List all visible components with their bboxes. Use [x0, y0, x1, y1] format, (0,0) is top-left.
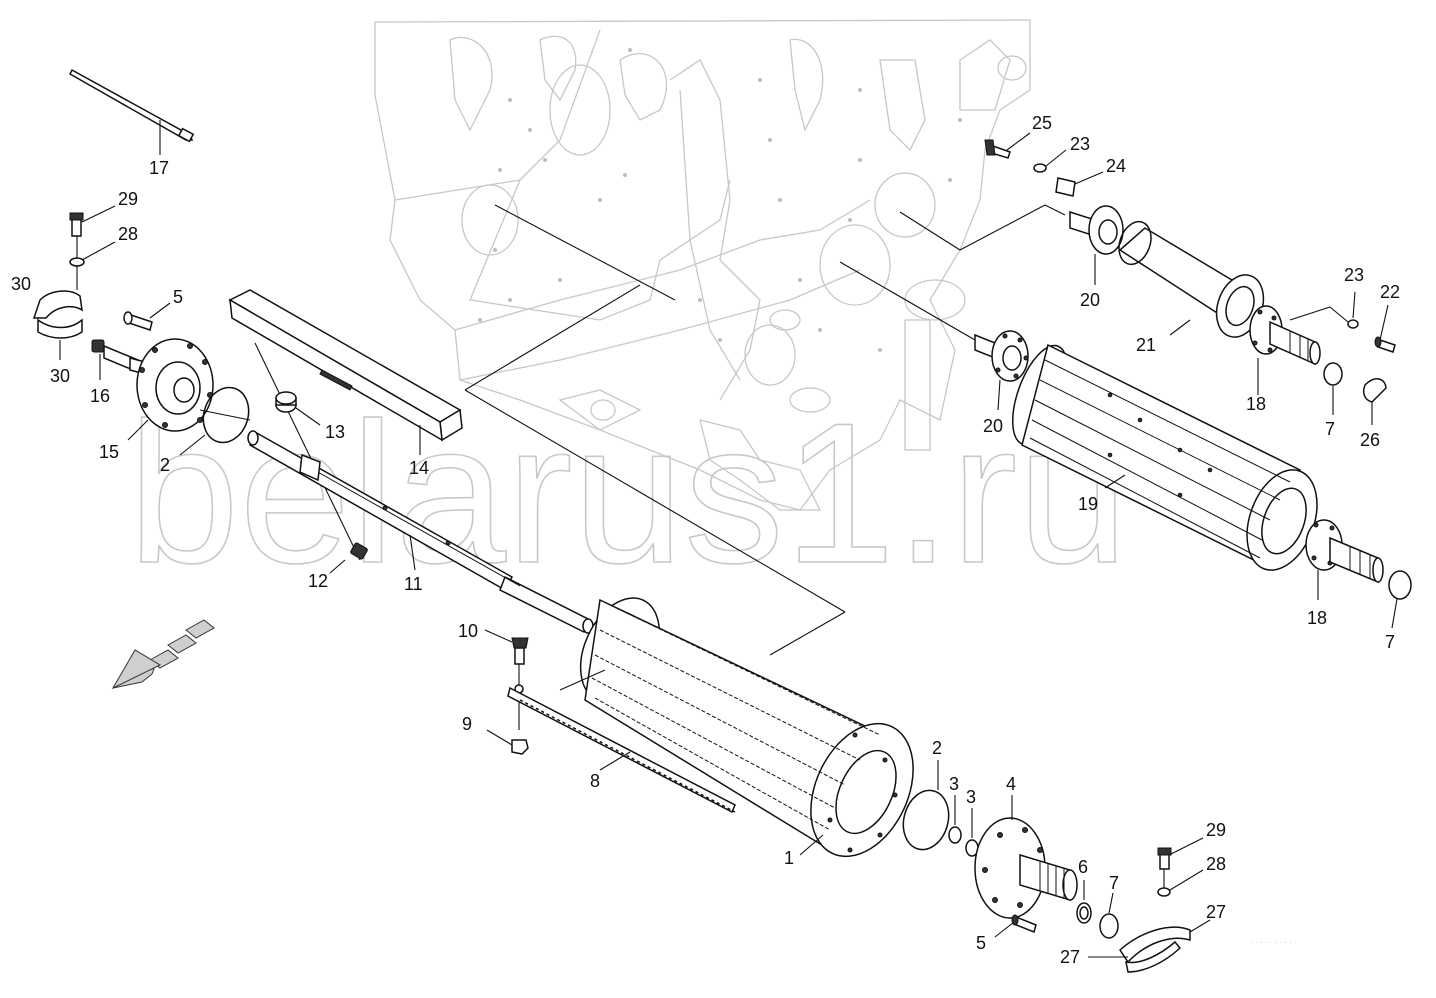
blade-fixing — [484, 629, 736, 814]
callout-8: 8 — [590, 771, 600, 791]
callout-23-top: 23 — [1070, 134, 1090, 154]
callout-12: 12 — [308, 571, 328, 591]
part-13-bushing — [254, 342, 361, 561]
callout-30-top: 30 — [11, 274, 31, 294]
mid-right-bearing-assembly — [1249, 291, 1396, 425]
callout-18-bottom: 18 — [1307, 608, 1327, 628]
callout-3-a: 3 — [949, 774, 959, 794]
callout-22: 22 — [1380, 282, 1400, 302]
faint-code: · · · · · · · · · — [1250, 938, 1292, 947]
callout-20-mid: 20 — [983, 416, 1003, 436]
callout-14: 14 — [409, 458, 429, 478]
callout-19: 19 — [1078, 494, 1098, 514]
callout-30-bottom: 30 — [50, 366, 70, 386]
callout-21: 21 — [1136, 335, 1156, 355]
callout-11: 11 — [404, 574, 423, 594]
clamp-assembly-right: · · · · · · · · · — [1088, 837, 1292, 973]
flange-assembly-right — [902, 760, 1119, 939]
part-19-roller — [839, 261, 1318, 571]
callout-15: 15 — [99, 442, 119, 462]
callout-26: 26 — [1360, 430, 1380, 450]
part-11-shaft — [247, 430, 594, 634]
callout-29-right: 29 — [1206, 820, 1226, 840]
callout-labels: 17 29 28 30 30 5 16 15 2 13 14 12 11 10 … — [11, 113, 1400, 967]
part-17-cable-tie — [69, 68, 195, 155]
callout-27-right: 27 — [1206, 902, 1226, 922]
callout-10: 10 — [458, 621, 478, 641]
callout-2-left: 2 — [160, 455, 170, 475]
clamp-assembly-left — [32, 205, 116, 360]
callout-3-b: 3 — [966, 787, 976, 807]
part-1-rotor-drum — [559, 597, 914, 858]
flange-assembly-left — [91, 302, 214, 441]
callout-28-right: 28 — [1206, 854, 1226, 874]
callout-23-right: 23 — [1344, 265, 1364, 285]
callout-17: 17 — [149, 158, 169, 178]
callout-1: 1 — [784, 848, 794, 868]
callout-18-top: 18 — [1246, 394, 1266, 414]
top-right-bearing-assembly — [899, 132, 1265, 338]
callout-5-right: 5 — [976, 933, 986, 953]
callout-27-left: 27 — [1060, 947, 1080, 967]
callout-2-right: 2 — [932, 738, 942, 758]
callout-7-mid: 7 — [1325, 419, 1335, 439]
callout-20-top: 20 — [1080, 290, 1100, 310]
callout-4: 4 — [1006, 774, 1016, 794]
callout-6: 6 — [1078, 857, 1088, 877]
ghost-chassis — [374, 19, 1031, 511]
o-ring-left — [179, 386, 251, 456]
callout-28-left: 28 — [118, 224, 138, 244]
callout-16: 16 — [90, 386, 110, 406]
callout-7-right: 7 — [1385, 632, 1395, 652]
part-14-guard — [228, 289, 463, 455]
assembly-leaders — [464, 204, 846, 656]
callout-5-left: 5 — [173, 287, 183, 307]
callout-25: 25 — [1032, 113, 1052, 133]
part-18-lower-flange — [1305, 519, 1412, 629]
callout-24: 24 — [1106, 156, 1126, 176]
callout-9: 9 — [462, 714, 472, 734]
callout-29-left: 29 — [118, 189, 138, 209]
direction-arrow — [111, 619, 215, 690]
watermark-text: belarus1.ru — [128, 382, 1129, 605]
callout-13: 13 — [325, 422, 345, 442]
callout-7-bottom: 7 — [1109, 873, 1119, 893]
